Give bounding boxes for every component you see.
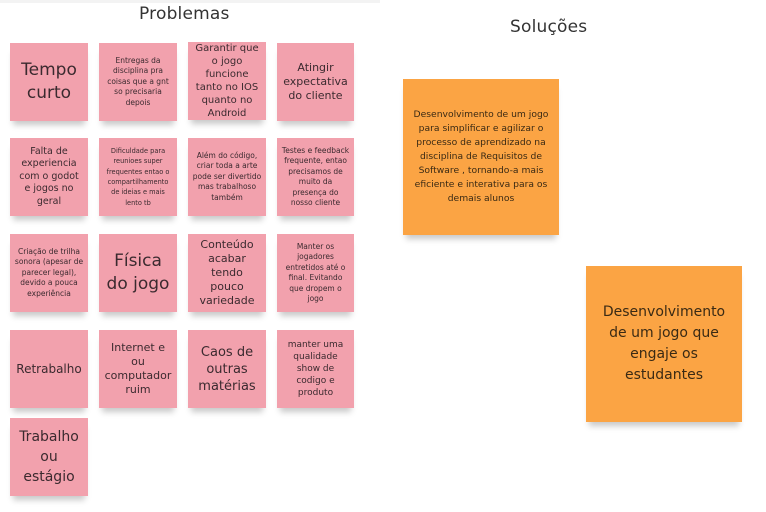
- sticky-note-text: Atingir expectativa do cliente: [283, 61, 348, 102]
- sticky-note-text: Trabalho ou estágio: [19, 429, 79, 485]
- sticky-note-problem[interactable]: Garantir que o jogo funcione tanto no IO…: [188, 42, 266, 120]
- sticky-note-problem[interactable]: Caos de outras matérias: [188, 330, 266, 408]
- sticky-note-problem[interactable]: Falta de experiencia com o godot e jogos…: [10, 138, 88, 216]
- solutions-heading[interactable]: Soluções: [510, 17, 588, 37]
- sticky-note-text: Criação de trilha sonora (apesar de pare…: [14, 246, 84, 298]
- sticky-note-solution[interactable]: Desenvolvimento de um jogo que engaje os…: [586, 266, 742, 422]
- sticky-note-text: Tempo curto: [21, 60, 77, 103]
- sticky-note-text: Caos de outras matérias: [198, 344, 256, 394]
- sticky-note-text: Conteúdo acabar tendo pouco variedade: [199, 238, 255, 307]
- top-toolbar-strip: [0, 0, 380, 3]
- sticky-note-problem[interactable]: Conteúdo acabar tendo pouco variedade: [188, 234, 266, 312]
- sticky-note-solution[interactable]: Desenvolvimento de um jogo para simplifi…: [403, 79, 559, 235]
- sticky-note-text: Testes e feedback frequente, entao preci…: [281, 145, 350, 208]
- sticky-note-problem[interactable]: Criação de trilha sonora (apesar de pare…: [10, 234, 88, 312]
- sticky-note-text: Internet e ou computador ruim: [104, 341, 172, 396]
- sticky-note-text: Garantir que o jogo funcione tanto no IO…: [195, 43, 259, 119]
- sticky-note-text: Retrabalho: [16, 361, 82, 376]
- sticky-note-problem[interactable]: Atingir expectativa do cliente: [277, 43, 354, 121]
- sticky-note-text: Manter os jogadores entretidos até o fin…: [285, 241, 346, 304]
- sticky-note-problem[interactable]: Entregas da disciplina pra coisas que a …: [99, 43, 177, 121]
- sticky-note-problem[interactable]: Manter os jogadores entretidos até o fin…: [277, 234, 354, 312]
- sticky-note-problem[interactable]: Retrabalho: [10, 330, 88, 408]
- sticky-note-text: Entregas da disciplina pra coisas que a …: [107, 55, 169, 107]
- problems-heading: Problemas: [139, 4, 230, 24]
- sticky-note-problem[interactable]: manter uma qualidade show de codigo e pr…: [277, 330, 354, 408]
- sticky-note-problem[interactable]: Além do código, criar toda a arte pode s…: [188, 138, 266, 216]
- sticky-note-text: Física do jogo: [106, 251, 170, 294]
- sticky-note-text: Desenvolvimento de um jogo que engaje os…: [602, 304, 726, 383]
- sticky-note-text: Além do código, criar toda a arte pode s…: [192, 150, 262, 202]
- sticky-note-text: manter uma qualidade show de codigo e pr…: [287, 340, 344, 398]
- sticky-note-text: Falta de experiencia com o godot e jogos…: [19, 145, 79, 207]
- sticky-note-problem[interactable]: Física do jogo: [99, 234, 177, 312]
- sticky-note-text: Dificuldade para reunioes super frequent…: [106, 146, 170, 207]
- sticky-note-problem[interactable]: Dificuldade para reunioes super frequent…: [99, 138, 177, 216]
- sticky-note-problem[interactable]: Internet e ou computador ruim: [99, 330, 177, 408]
- sticky-note-problem[interactable]: Tempo curto: [10, 43, 88, 121]
- sticky-note-problem[interactable]: Trabalho ou estágio: [10, 418, 88, 496]
- sticky-note-text: Desenvolvimento de um jogo para simplifi…: [413, 109, 549, 204]
- sticky-note-problem[interactable]: Testes e feedback frequente, entao preci…: [277, 138, 354, 216]
